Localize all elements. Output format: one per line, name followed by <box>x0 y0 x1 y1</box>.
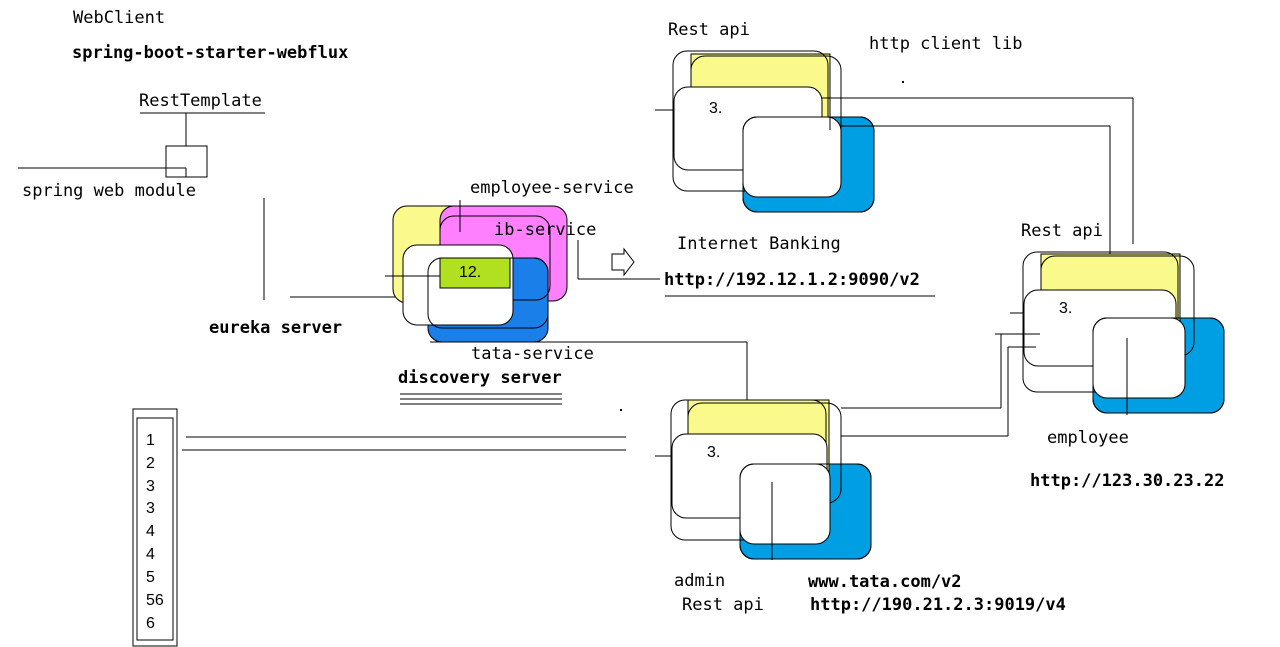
eureka-label: eureka server <box>209 318 343 338</box>
admin-label: admin <box>674 571 726 591</box>
cluster-center-label: 12. <box>459 264 482 281</box>
admin-rest-cluster <box>655 399 872 560</box>
tata-service-label: tata-service <box>471 344 594 364</box>
shared-node-box <box>439 257 511 289</box>
internet-banking-label: Internet Banking <box>677 234 841 254</box>
resttemplate-connector <box>18 112 265 300</box>
spring-web-label: spring web module <box>22 181 196 201</box>
employee-service-label: employee-service <box>470 178 634 198</box>
url-tata-label: http://190.21.2.3:9019/v4 <box>810 595 1066 615</box>
list-item: 5 <box>146 569 155 586</box>
box-top-label: 3. <box>709 100 723 117</box>
http-client-lib-label: http client lib <box>869 34 1023 54</box>
rest-api-bottom-label: Rest api <box>682 595 764 615</box>
url-tata-www-label: www.tata.com/v2 <box>808 572 962 592</box>
list-item: 56 <box>146 592 164 609</box>
resttemplate-label: RestTemplate <box>139 91 262 111</box>
list-item: 3 <box>146 478 155 495</box>
service-cluster <box>385 200 568 343</box>
arrow-right-icon <box>611 247 635 277</box>
right-rest-cluster <box>1010 251 1225 415</box>
list-item: 3 <box>146 500 155 517</box>
list-item: 4 <box>146 523 155 540</box>
list-item: 6 <box>146 615 155 632</box>
box-bottom-label: 3. <box>707 444 721 461</box>
list-item: 4 <box>146 546 155 563</box>
starter-label: spring-boot-starter-webflux <box>72 43 349 63</box>
url-ib-label: http://192.12.1.2:9090/v2 <box>664 270 920 290</box>
number-list-box <box>132 408 626 647</box>
webclient-label: WebClient <box>73 8 166 28</box>
url-employee-label: http://123.30.23.22 <box>1030 471 1225 491</box>
rest-api-top-label: Rest api <box>668 20 750 40</box>
discovery-label: discovery server <box>398 368 562 388</box>
list-item: 1 <box>146 432 155 449</box>
employee-label: employee <box>1047 428 1129 448</box>
top-rest-cluster <box>655 50 875 213</box>
box-right-label: 3. <box>1059 300 1073 317</box>
ib-service-label: ib-service <box>494 220 597 240</box>
list-item: 2 <box>146 455 155 472</box>
rest-api-right-label: Rest api <box>1021 221 1103 241</box>
